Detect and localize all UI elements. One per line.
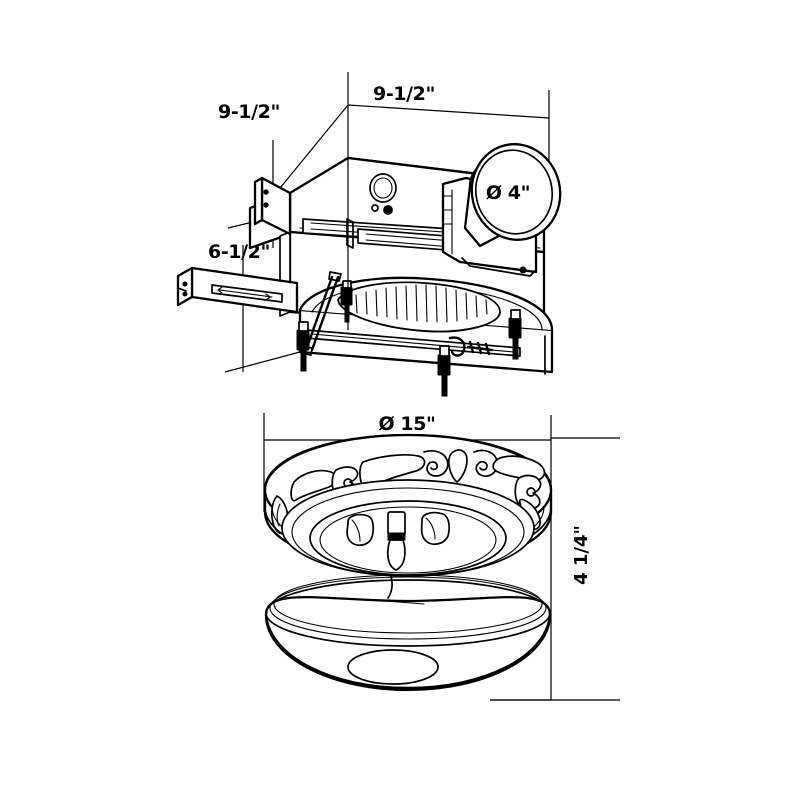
scroll-spiral-right (473, 449, 499, 477)
mounting-posts (296, 280, 522, 397)
dim-label-width: 9-1/2" (373, 83, 435, 105)
mounting-post-4 (340, 280, 353, 323)
knockout-inner (373, 177, 393, 199)
hanger-rail-slot-arrow (217, 286, 273, 301)
trim-inner-dish-lip (319, 506, 497, 574)
view-trim-light-assembly: Ø 15" 4 1/4" (263, 413, 620, 701)
ext-line-height-bottom (224, 351, 301, 373)
housing-hook-bracket (448, 336, 466, 357)
dim-label-duct-diameter: Ø 4" (486, 182, 530, 204)
scroll-arc-left (290, 469, 337, 502)
lamp-assembly (346, 511, 450, 571)
glass-shade-center-boss (347, 649, 439, 685)
glass-shade-rim-1 (265, 579, 551, 647)
scroll-center-leaf (448, 449, 468, 483)
hanger-rail-hole-b (182, 291, 188, 297)
dim-label-depth: 9-1/2" (218, 101, 280, 123)
dim-line-width (347, 104, 550, 119)
collar-plate-flange-detail (442, 189, 453, 255)
bracket-ul-hole-a (263, 189, 269, 195)
glass-shade-bottom-profile (264, 613, 552, 690)
collar-face-outer (470, 143, 562, 241)
electrical-knockout (369, 173, 397, 215)
glass-shade-rim-3 (273, 574, 543, 634)
rail-joint-tab (346, 218, 354, 249)
dim-label-trim-diameter: Ø 15" (378, 413, 435, 435)
scroll-bowtie-right-dot (526, 487, 536, 497)
glass-shade-rim-2 (269, 576, 547, 640)
bracket-ul-flange (253, 176, 264, 226)
view-housing-assembly: 9-1/2" 9-1/2" 6-1/2" (176, 72, 562, 397)
blower-wheel (337, 281, 501, 333)
dim-label-trim-diameter-group: Ø 15" (378, 413, 436, 435)
lamp-socket-right (420, 511, 450, 546)
bulb-base (387, 511, 406, 536)
trim-inner-dish-inner (309, 500, 507, 576)
mounting-post-1 (296, 321, 310, 372)
brace-top-tab (328, 271, 342, 282)
diagonal-brace-b (310, 275, 340, 352)
trim-inner-dish-mid (291, 487, 525, 577)
lamp-socket-right-edge (425, 517, 436, 540)
collar-screw-hole (519, 266, 527, 274)
scroll-teardrop-left-inner (276, 503, 281, 527)
collar-face-inner (474, 149, 554, 235)
mounting-post-3 (508, 309, 522, 360)
decorative-trim-ring (263, 433, 553, 577)
glass-shade-seam (387, 575, 393, 599)
bracket-ul-bend (254, 177, 263, 225)
lower-housing-right-edge (544, 329, 553, 375)
scroll-spiral-left (423, 450, 449, 477)
hanger-rail-hole-a (182, 281, 188, 287)
dim-label-trim-height: 4 1/4" (571, 525, 592, 585)
glass-shade-seam-edge (385, 600, 425, 605)
glass-shade (264, 574, 552, 692)
knockout-screw-large (383, 205, 393, 215)
housing-face-marks (466, 340, 494, 356)
dim-label-duct-diameter-group: Ø 4" (486, 182, 531, 204)
collar-plate-bottom-edge (461, 257, 537, 277)
diagonal-brace-a (304, 275, 334, 352)
mounting-post-2 (437, 345, 451, 397)
blower-assembly (298, 271, 554, 375)
lamp-socket-left-edge (351, 519, 361, 542)
knockout-screw-small (371, 204, 379, 212)
bracket-ul-hole-b (263, 202, 269, 208)
dim-line-depth (275, 104, 349, 194)
bulb-glass (386, 539, 406, 571)
duct-collar: Ø 4" (441, 143, 562, 277)
dimension-lines-upper: 9-1/2" 9-1/2" 6-1/2" (208, 72, 550, 373)
mounting-bracket-upper-left (253, 176, 292, 236)
mounting-bracket-lower-left (176, 266, 299, 314)
bulb-collar (387, 532, 406, 541)
dim-label-trim-height-group: 4 1/4" (571, 525, 592, 585)
hanger-rail-end-bend (177, 267, 193, 306)
